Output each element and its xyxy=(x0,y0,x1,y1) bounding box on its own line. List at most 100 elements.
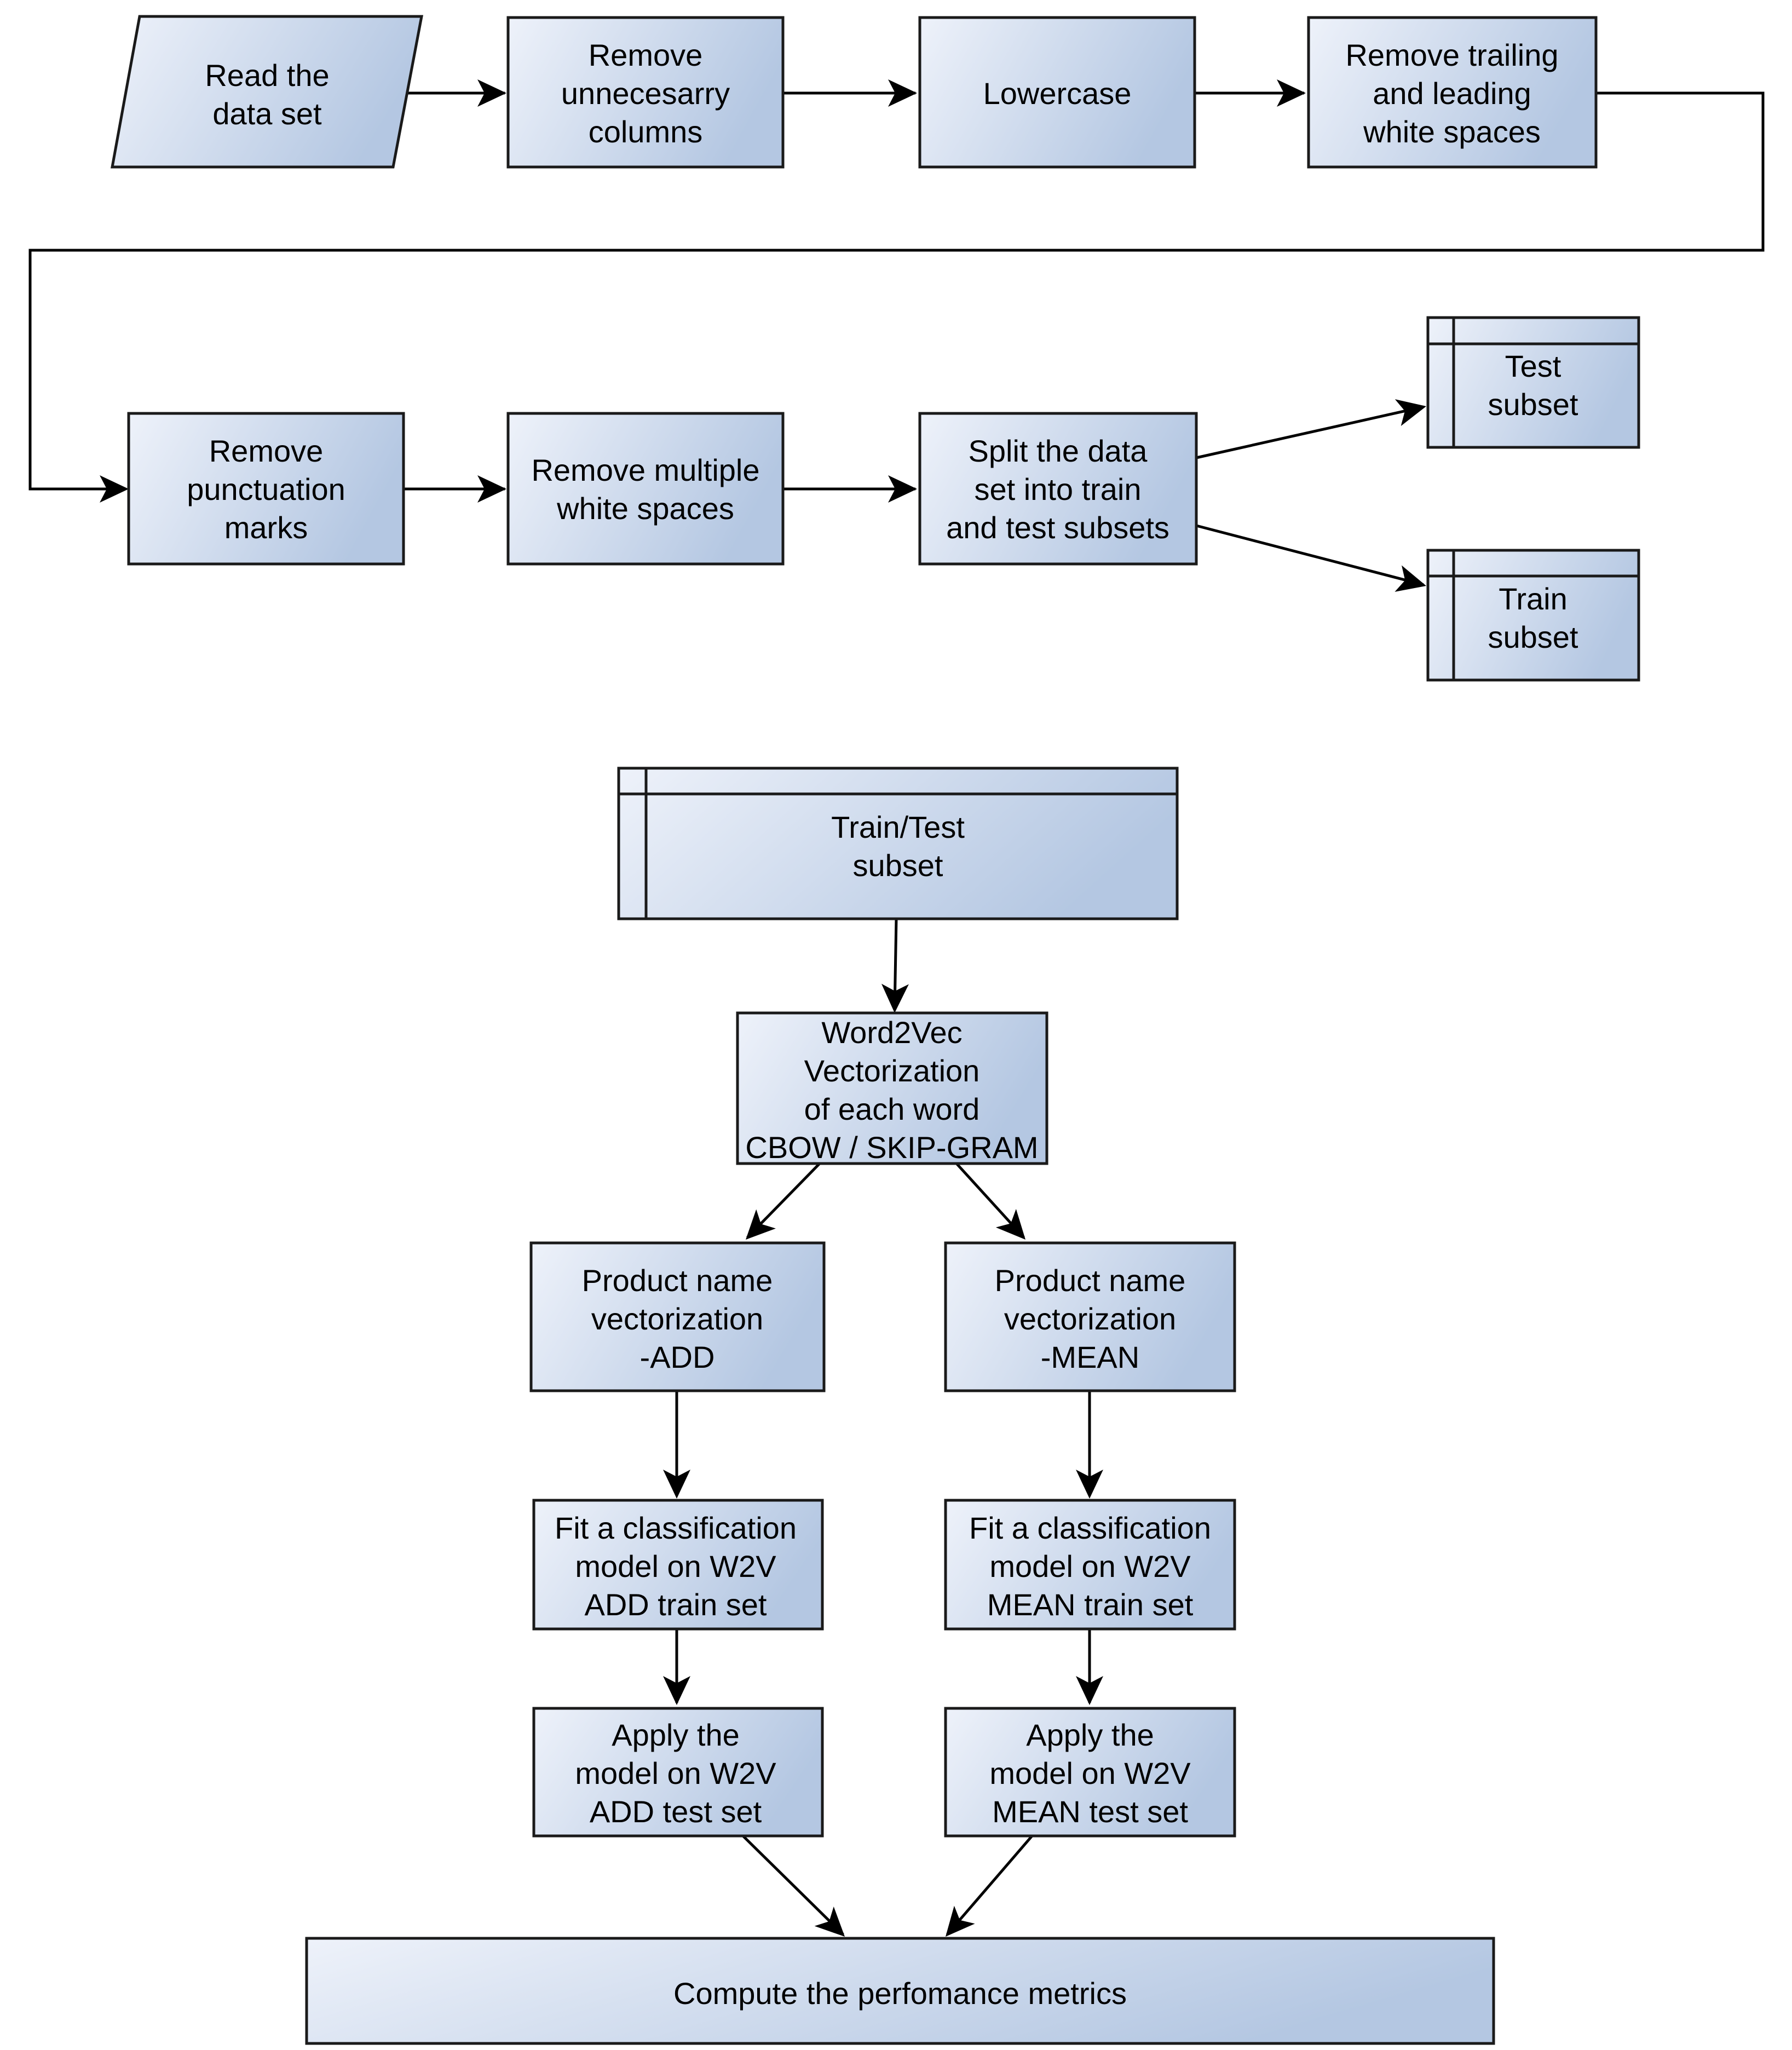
arrowhead-fit-mean xyxy=(1076,1470,1103,1499)
arrowhead-vec-mean xyxy=(995,1208,1025,1240)
node-label-line: set into train xyxy=(974,472,1141,506)
node-label-line: Train xyxy=(1499,581,1568,616)
node-label-line: Remove xyxy=(589,38,703,72)
node-label-line: Test xyxy=(1505,349,1561,383)
node-label-line: -ADD xyxy=(640,1340,715,1374)
svg-text:Lowercase: Lowercase xyxy=(983,76,1132,111)
arrowhead-lowercase xyxy=(888,79,917,107)
node-apply-mean[interactable]: Apply the model on W2V MEAN test set xyxy=(944,1707,1236,1838)
node-label-line: subset xyxy=(1488,620,1578,654)
node-label-line: Fit a classification xyxy=(555,1511,797,1545)
arrowhead-test-subset xyxy=(1395,399,1426,426)
node-label-line: Remove multiple xyxy=(531,453,759,487)
node-label-line: Word2Vec xyxy=(821,1015,962,1050)
node-label-line: model on W2V xyxy=(989,1549,1191,1583)
node-fit-add[interactable]: Fit a classification model on W2V ADD trai… xyxy=(532,1499,824,1631)
node-label-line: subset xyxy=(1488,387,1578,422)
node-label-line: white spaces xyxy=(556,491,734,526)
edge-apply-add-to-metrics xyxy=(742,1835,844,1936)
node-label-line: Product name xyxy=(582,1263,773,1298)
node-label-line: and test subsets xyxy=(946,510,1169,545)
arrowhead-apply-add xyxy=(663,1676,690,1705)
node-label-line: ADD test set xyxy=(590,1794,762,1829)
node-remove-punctuation[interactable]: Remove punctuation marks xyxy=(127,412,405,566)
node-label-line: punctuation xyxy=(187,472,345,506)
node-vectorization-add[interactable]: Product name vectorization -ADD xyxy=(529,1241,826,1392)
arrowhead-split xyxy=(888,475,917,503)
node-label-line: subset xyxy=(853,848,943,883)
node-split-dataset[interactable]: Split the data set into train and test sub… xyxy=(918,412,1198,566)
node-label-line: vectorization xyxy=(591,1302,763,1336)
node-remove-multiple-spaces[interactable]: Remove multiple white spaces xyxy=(506,412,785,566)
arrowhead-vec-add xyxy=(746,1209,776,1240)
arrowhead-metrics-right xyxy=(946,1905,975,1937)
node-label-line: unnecesarry xyxy=(561,76,730,111)
edge-remove-trailing-to-remove-punct xyxy=(28,91,1765,491)
node-label-line: white spaces xyxy=(1363,114,1541,149)
node-label-line: Train/Test xyxy=(831,810,965,844)
node-train-test-subset[interactable]: Train/Test subset xyxy=(617,767,1179,920)
node-train-subset[interactable]: Train subset xyxy=(1426,549,1640,682)
arrowhead-remove-trailing xyxy=(1277,79,1306,107)
arrowhead-remove-multi xyxy=(477,475,506,503)
node-label-line: data set xyxy=(212,96,322,131)
node-label-line: Remove xyxy=(209,434,324,468)
arrowhead-remove-columns xyxy=(477,79,506,107)
node-label-line: MEAN train set xyxy=(987,1587,1194,1622)
arrowhead-metrics-left xyxy=(814,1907,845,1937)
node-label-line: model on W2V xyxy=(575,1756,776,1790)
node-label-line: Apply the xyxy=(1026,1718,1154,1752)
node-label-line: model on W2V xyxy=(575,1549,776,1583)
node-label-line: marks xyxy=(224,510,308,545)
arrowheads xyxy=(100,79,1426,1937)
node-label-line: -MEAN xyxy=(1041,1340,1139,1374)
node-label-line: columns xyxy=(589,114,703,149)
node-label-line: Fit a classification xyxy=(969,1511,1211,1545)
edge-split-to-test-subset xyxy=(1196,405,1424,459)
node-label-line: and leading xyxy=(1373,76,1531,111)
node-label-line: model on W2V xyxy=(989,1756,1191,1790)
arrowhead-fit-add xyxy=(663,1470,690,1499)
svg-text:Compute the perfomance metrics: Compute the perfomance metrics xyxy=(673,1976,1127,2011)
node-label-line: Remove trailing xyxy=(1345,38,1558,72)
edge-apply-mean-to-metrics xyxy=(946,1835,1033,1936)
arrowhead-remove-punct xyxy=(100,475,129,503)
node-compute-metrics[interactable]: Compute the perfomance metrics xyxy=(305,1937,1495,2045)
node-label-line: MEAN test set xyxy=(992,1794,1188,1829)
node-label-line: Lowercase xyxy=(983,76,1132,111)
edge-split-to-train-subset xyxy=(1196,524,1424,586)
node-fit-mean[interactable]: Fit a classification model on W2V MEAN tra… xyxy=(944,1499,1236,1631)
node-label-line: ADD train set xyxy=(585,1587,767,1622)
node-label-line: CBOW / SKIP-GRAM xyxy=(745,1130,1038,1165)
node-test-subset[interactable]: Test subset xyxy=(1426,316,1640,449)
node-label-line: Split the data xyxy=(969,434,1148,468)
node-label-line: vectorization xyxy=(1004,1302,1176,1336)
node-lowercase[interactable]: Lowercase xyxy=(918,16,1196,169)
arrowhead-apply-mean xyxy=(1076,1676,1103,1705)
node-label-line: Vectorization xyxy=(804,1053,980,1088)
node-label-line: Read the xyxy=(205,58,329,93)
arrowhead-w2v xyxy=(881,983,909,1013)
